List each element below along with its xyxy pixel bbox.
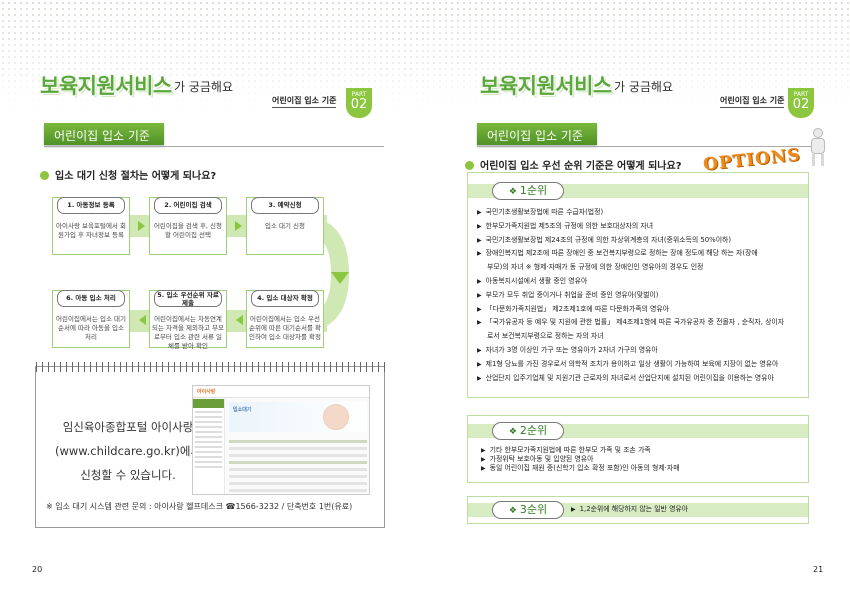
person-figure-icon: [805, 128, 831, 168]
step-1: 1. 아동정보 등록 아이사랑 보육포털에서 회원가입 후 자녀정보 등록: [52, 197, 130, 255]
rank-2-panel: ❖2순위: [467, 415, 809, 483]
rank-3-panel: ❖3순위: [467, 496, 809, 524]
list-item: ▶1,2순위에 해당하지 않는 일반 영유아: [571, 503, 688, 517]
portal-text: 임신육아종합포털 아이사랑 (www.childcare.go.kr)에서 신청…: [54, 420, 201, 482]
list-item: ▶기타 한부모가족지원법에 따른 한부모 가족 및 조손 가족: [481, 446, 651, 454]
triangle-right-icon: ▶: [477, 209, 482, 216]
child-photo: [323, 404, 349, 430]
triangle-right-icon: ▶: [571, 506, 576, 513]
helpdesk-footnote: ※ 입소 대기 시스템 관련 문의 : 아이사랑 헬프데스크 ☎1566-323…: [46, 502, 353, 511]
triangle-right-icon: ▶: [477, 374, 482, 382]
section-banner: 어린이집 입소 기준: [44, 123, 164, 145]
divider: [44, 146, 384, 147]
step-2: 2. 어린이집 검색 어린이집을 검색 후, 신청할 어린이집 선택: [149, 197, 227, 255]
triangle-right-icon: ▶: [477, 291, 482, 299]
list-item: ▶「다문화가족지원법」 제2조제1호에 따른 다문화가족의 영유아: [477, 303, 784, 317]
list-item: ▶국민기초생활보장법 제24조의 규정에 의한 차상위계층의 자녀(중위소득의 …: [477, 234, 784, 248]
options-logo: OPTIONS: [702, 144, 802, 176]
rank-2-label: ❖2순위: [492, 422, 564, 440]
clover-icon: ❖: [508, 506, 517, 516]
triangle-right-icon: ▶: [477, 360, 482, 368]
step-4: 4. 입소 대상자 확정 어린이집에서는 입소 우선순위에 따른 대기순서를 확…: [246, 290, 324, 348]
portal-notebook: 임신육아종합포털 아이사랑 (www.childcare.go.kr)에서 신청…: [35, 362, 386, 528]
triangle-right-icon: ▶: [477, 305, 482, 313]
rank-3-list: ▶1,2순위에 해당하지 않는 일반 영유아: [571, 503, 688, 517]
circle-bullet-icon: [40, 171, 49, 180]
circle-bullet-icon: [465, 161, 474, 170]
step-5: 5. 입소 우선순위 자료 제출 어린이집에서는 자동연계되는 자격을 제외하고…: [149, 290, 227, 350]
list-item: ▶동일 어린이집 재원 중(신학기 입소 확정 포함)인 아동의 형제·자매: [481, 464, 680, 472]
divider: [477, 146, 817, 147]
triangle-right-icon: ▶: [477, 236, 482, 244]
arrow-left-icon: [139, 315, 146, 325]
right-page: 보육지원서비스 가 궁금해요 어린이집 입소 기준 PART 02 어린이집 입…: [425, 0, 850, 595]
portal-logo: 아이사랑: [197, 389, 216, 395]
triangle-right-icon: ▶: [477, 222, 482, 230]
list-item: ▶부모가 모두 취업 중이거나 취업을 준비 중인 영유아(맞벌이): [477, 289, 784, 303]
part-badge: PART 02: [788, 88, 814, 118]
left-page: 보육지원서비스 가 궁금해요 어린이집 입소 기준 PART 02 어린이집 입…: [0, 0, 425, 574]
rank-1-panel: ❖1순위: [467, 172, 809, 398]
question-heading: 입소 대기 신청 절차는 어떻게 되나요?: [40, 167, 216, 182]
spiral-binding: [36, 362, 386, 372]
list-item: ▶산업단지 입주기업체 및 지원기관 근로자의 자녀로서 산업단지에 설치된 어…: [477, 372, 784, 386]
list-item: ▶자녀가 3명 이상인 가구 또는 영유아가 2자녀 가구의 영유아: [477, 344, 784, 358]
part-label: 어린이집 입소 기준: [720, 95, 785, 108]
question-heading: 어린이집 입소 우선 순위 기준은 어떻게 되나요?: [465, 157, 682, 172]
section-banner: 어린이집 입소 기준: [477, 123, 597, 145]
brand-subtitle: 가 궁금해요: [174, 80, 234, 94]
arrow-left-icon: [236, 315, 243, 325]
brand-title: 보육지원서비스: [40, 74, 172, 98]
list-item: ▶제1형 당뇨를 가진 경우로서 의학적 조치가 용이하고 일상 생활이 가능하…: [477, 358, 784, 372]
step-6: 6. 아동 입소 처리 어린이집에서는 입소 대기 순서에 따라 아동을 입소 …: [52, 290, 130, 348]
triangle-right-icon: ▶: [481, 456, 486, 463]
triangle-right-icon: ▶: [477, 319, 482, 327]
list-item: 로서 보건복지부령으로 정하는 자의 자녀: [487, 332, 604, 341]
list-item: ▶한부모가족지원법 제5조의 규정에 의한 보호대상자의 자녀: [477, 220, 784, 234]
clover-icon: ❖: [508, 427, 517, 437]
portal-screenshot: 아이사랑 입소대기: [192, 385, 370, 495]
triangle-right-icon: ▶: [477, 277, 482, 285]
part-badge: PART 02: [346, 88, 372, 118]
step-3: 3. 예약신청 입소 대기 신청: [246, 197, 324, 255]
list-item: ▶장애인복지법 제2조에 따른 장애인 중 보건복지부령으로 정하는 장애 정도…: [477, 247, 784, 261]
rank-1-list: ▶국민기초생활보장법에 따른 수급자(법정) ▶한부모가족지원법 제5조의 규정…: [477, 206, 784, 385]
rank-3-label: ❖3순위: [492, 501, 564, 519]
rank-2-list: ▶기타 한부모가족지원법에 따른 한부모 가족 및 조손 가족 ▶가정위탁 보호…: [481, 446, 680, 473]
list-item: ▶국민기초생활보장법에 따른 수급자(법정): [477, 206, 784, 220]
arrow-right-icon: [235, 221, 242, 231]
clover-icon: ❖: [508, 187, 517, 197]
triangle-right-icon: ▶: [477, 346, 482, 354]
triangle-right-icon: ▶: [477, 250, 482, 258]
list-item: 부모)의 자녀 ※ 형제·자매가 동 규정에 의한 장애인인 영유아의 경우도 …: [487, 263, 704, 272]
screenshot-table: [229, 436, 367, 494]
list-item: ▶아동복지시설에서 생활 중인 영유아: [477, 275, 784, 289]
list-item: ▶「국가유공자 등 예우 및 지원에 관한 법률」 제4조제1항에 따른 국가유…: [477, 316, 784, 330]
triangle-right-icon: ▶: [481, 447, 486, 454]
triangle-right-icon: ▶: [481, 465, 486, 472]
part-label: 어린이집 입소 기준: [272, 95, 337, 108]
rank-1-label: ❖1순위: [492, 182, 564, 200]
list-item: ▶가정위탁 보호아동 및 입양된 영유아: [481, 455, 594, 463]
screenshot-sidebar: [193, 399, 225, 494]
brand-title: 보육지원서비스: [480, 74, 612, 98]
page-number: 20: [32, 565, 43, 574]
arrow-right-icon: [138, 221, 145, 231]
arrow-down-icon: [331, 272, 349, 284]
screenshot-hero: 입소대기: [229, 402, 367, 432]
page-number: 21: [813, 565, 824, 574]
brand-subtitle: 가 궁금해요: [614, 80, 674, 94]
